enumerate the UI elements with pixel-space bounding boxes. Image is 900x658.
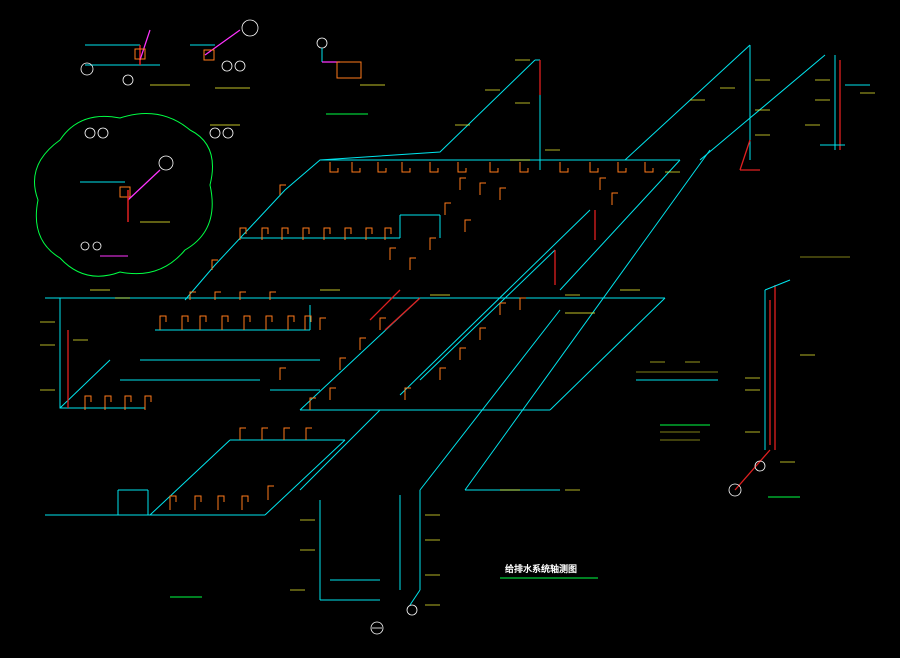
detail-valve-symbol	[316, 37, 385, 115]
revision-cloud-detail	[34, 113, 213, 277]
main-pipe-network	[45, 44, 826, 606]
annotation-ticks	[40, 59, 875, 606]
drawing-title: 给排水系统轴测图	[505, 563, 577, 575]
fixture-row-top	[329, 162, 654, 173]
right-riser-group	[728, 55, 870, 497]
detail-symbol-group-top-left	[80, 19, 259, 89]
detail-symbol-right-pair	[209, 124, 240, 139]
fixture-row-diagonals	[279, 177, 618, 410]
end-valve-symbols	[370, 604, 418, 635]
fixture-row-lower-left	[84, 395, 312, 510]
legend-block	[170, 256, 850, 598]
fixture-row-mid	[159, 291, 312, 330]
fixture-row-upper-left	[211, 184, 392, 270]
drawing-title-block: 给排水系统轴测图	[500, 563, 598, 579]
red-riser-pipes	[67, 60, 841, 491]
